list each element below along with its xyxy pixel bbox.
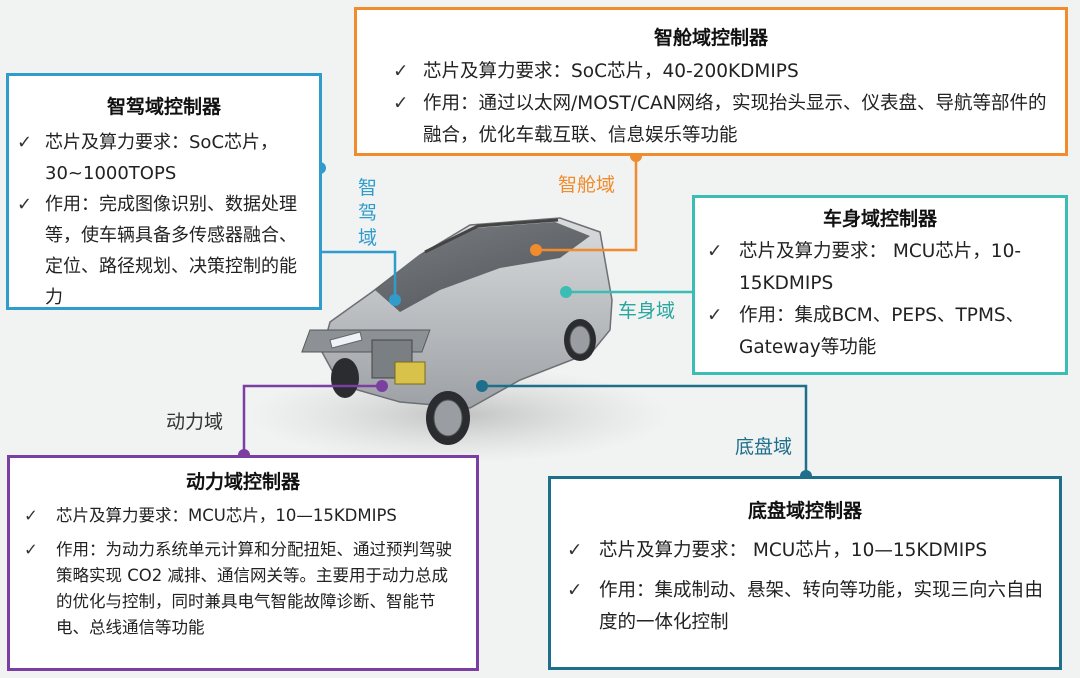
power-list: 芯片及算力要求：MCU芯片，10—15KDMIPS 作用：为动力系统单元计算和分… [24, 503, 464, 641]
cockpit-item-chip: 芯片及算力要求：SoC芯片，40-200KDMIPS [393, 56, 1047, 88]
body-item-function: 作用：集成BCM、PEPS、TPMS、Gateway等功能 [707, 300, 1057, 364]
cockpit-label: 智舱域 [558, 174, 616, 196]
car-roof-rail [424, 218, 559, 254]
cockpit-list: 芯片及算力要求：SoC芯片，40-200KDMIPS 作用：通过以太网/MOST… [393, 56, 1047, 152]
cockpit-connector [536, 156, 638, 252]
chassis-title: 底盘域控制器 [747, 500, 862, 522]
smart-drive-list: 芯片及算力要求：SoC芯片，30~1000TOPS 作用：完成图像识别、数据处理… [17, 127, 309, 313]
power-title: 动力域控制器 [185, 471, 300, 493]
chassis-list: 芯片及算力要求： MCU芯片，10—15KDMIPS 作用：集成制动、悬架、转向… [567, 535, 1047, 639]
body-item-chip: 芯片及算力要求： MCU芯片，10-15KDMIPS [707, 236, 1057, 300]
power-item-function: 作用：为动力系统单元计算和分配扭矩、通过预判驾驶策略实现 CO2 减排、通信网关… [24, 537, 464, 641]
power-controller-box: 动力域控制器 芯片及算力要求：MCU芯片，10—15KDMIPS 作用：为动力系… [7, 455, 479, 671]
chassis-label: 底盘域 [735, 436, 793, 458]
power-module [394, 361, 426, 385]
body-label: 车身域 [618, 300, 676, 322]
headlight [329, 331, 363, 349]
cockpit-title: 智舱域控制器 [653, 27, 768, 49]
body-controller-box: 车身域控制器 芯片及算力要求： MCU芯片，10-15KDMIPS 作用：集成B… [692, 195, 1068, 375]
power-label: 动力域 [166, 411, 224, 433]
smart-drive-item-function: 作用：完成图像识别、数据处理等，使车辆具备多传感器融合、定位、路径规划、决策控制… [17, 189, 309, 313]
smart-drive-item-chip: 芯片及算力要求：SoC芯片，30~1000TOPS [17, 127, 309, 189]
power-item-chip: 芯片及算力要求：MCU芯片，10—15KDMIPS [24, 503, 464, 529]
body-title: 车身域控制器 [822, 208, 937, 230]
body-list: 芯片及算力要求： MCU芯片，10-15KDMIPS 作用：集成BCM、PEPS… [707, 236, 1057, 364]
smart-drive-controller-box: 智驾域控制器 芯片及算力要求：SoC芯片，30~1000TOPS 作用：完成图像… [6, 73, 322, 310]
chassis-item-function: 作用：集成制动、悬架、转向等功能，实现三向六自由度的一体化控制 [567, 575, 1047, 639]
chassis-item-chip: 芯片及算力要求： MCU芯片，10—15KDMIPS [567, 535, 1047, 567]
rear-wheel [564, 319, 596, 361]
chassis-controller-box: 底盘域控制器 芯片及算力要求： MCU芯片，10—15KDMIPS 作用：集成制… [548, 476, 1062, 670]
front-left-wheel [331, 358, 359, 398]
cockpit-item-function: 作用：通过以太网/MOST/CAN网络，实现抬头显示、仪表盘、导航等部件的融合，… [393, 88, 1047, 152]
power-connector [242, 384, 382, 455]
smart-drive-title: 智驾域控制器 [106, 96, 221, 118]
front-wheel [426, 391, 470, 445]
smart-drive-label: 智驾域 [358, 177, 378, 249]
chassis-connector [482, 384, 808, 476]
cockpit-controller-box: 智舱域控制器 芯片及算力要求：SoC芯片，40-200KDMIPS 作用：通过以… [354, 7, 1068, 156]
smart-drive-connector [320, 250, 397, 300]
